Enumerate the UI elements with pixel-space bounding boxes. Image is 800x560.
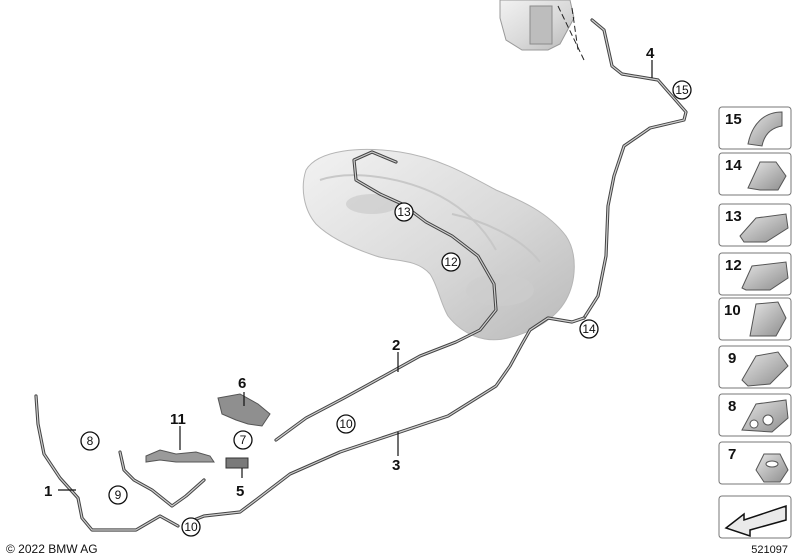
svg-text:13: 13	[397, 205, 411, 219]
circle-label-12: 12	[441, 252, 461, 272]
bracket-part-11	[145, 449, 215, 463]
svg-text:12: 12	[725, 257, 742, 274]
legend-item-13: 13	[718, 203, 792, 247]
circled-labels: 8 9 10 10 12 13 14 15	[80, 80, 692, 537]
circle-label-10-lower: 10	[181, 517, 201, 537]
circle-label-7: 7	[233, 430, 253, 450]
diagram-id: 521097	[751, 544, 788, 556]
legend-item-12: 12	[718, 252, 792, 296]
svg-text:9: 9	[115, 488, 122, 502]
circle-label-13: 13	[394, 202, 414, 222]
svg-text:14: 14	[725, 157, 742, 174]
legend-item-8: 8	[718, 393, 792, 437]
bracket-part-6	[217, 393, 271, 427]
part-label-1: 1	[44, 483, 52, 500]
legend-item-15: 15	[718, 106, 792, 150]
svg-text:7: 7	[728, 446, 736, 463]
circle-label-8: 8	[80, 431, 100, 451]
circle-label-9: 9	[108, 485, 128, 505]
svg-text:9: 9	[728, 350, 736, 367]
connector-part-5	[225, 457, 249, 469]
legend-item-7: 7	[718, 441, 792, 485]
svg-text:12: 12	[444, 255, 458, 269]
part-label-11: 11	[170, 411, 186, 428]
fuel-tank	[302, 148, 575, 341]
svg-text:8: 8	[87, 434, 94, 448]
legend-item-arrow	[718, 495, 792, 539]
circle-label-14: 14	[579, 319, 599, 339]
svg-text:15: 15	[675, 83, 689, 97]
leader-lines	[58, 60, 653, 491]
svg-text:15: 15	[725, 111, 742, 128]
fuel-lines	[34, 18, 688, 532]
part-label-4: 4	[646, 45, 655, 62]
svg-text:10: 10	[339, 417, 353, 431]
legend-item-10: 10	[718, 297, 792, 341]
svg-text:8: 8	[728, 398, 736, 415]
part-labels: 1 2 3 4 5 6 11	[44, 45, 655, 500]
part-label-6: 6	[238, 375, 246, 392]
svg-text:7: 7	[240, 433, 247, 447]
svg-text:14: 14	[582, 322, 596, 336]
svg-text:13: 13	[725, 208, 742, 225]
legend-item-9: 9	[718, 345, 792, 389]
circle-label-10-upper: 10	[336, 414, 356, 434]
svg-text:10: 10	[184, 520, 198, 534]
part-label-3: 3	[392, 457, 400, 474]
circle-label-15: 15	[672, 80, 692, 100]
part-label-5: 5	[236, 483, 244, 500]
parts-legend: 15 14 13 12 10 9 8	[718, 106, 792, 539]
copyright-text: © 2022 BMW AG	[6, 542, 98, 556]
legend-item-14: 14	[718, 152, 792, 196]
canister-component	[499, 0, 585, 61]
part-label-2: 2	[392, 337, 400, 354]
svg-text:10: 10	[724, 302, 741, 319]
arrow-icon	[724, 504, 787, 538]
